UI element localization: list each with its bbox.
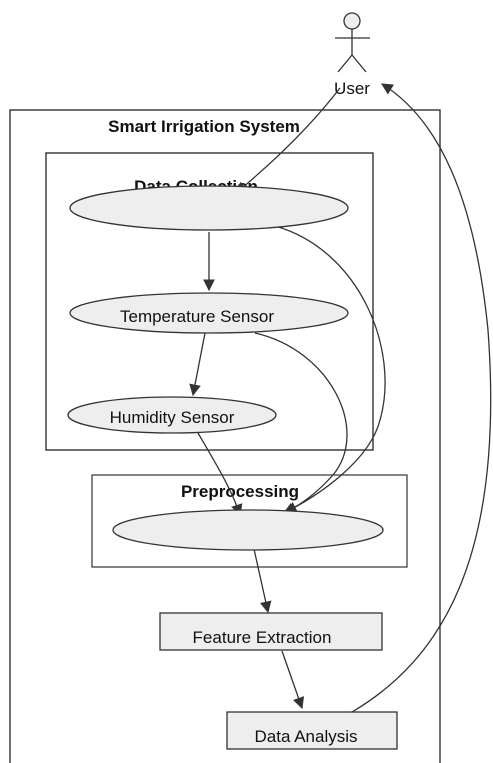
preprocessing-package (91, 474, 408, 568)
connectors (189, 83, 492, 713)
edge-user-to-datacollection (235, 87, 341, 194)
component-box (159, 612, 383, 651)
edge-feature-to-analysis (281, 650, 305, 710)
usecase-ellipse (69, 292, 349, 334)
edge-preprocessing-to-feature (253, 548, 272, 614)
node-feature-extraction: Feature Extraction (159, 612, 383, 651)
system-title: Smart Irrigation System (108, 117, 300, 136)
usecase-ellipse (112, 509, 384, 551)
edge-analysis-to-user (351, 83, 492, 713)
actor-head (343, 12, 361, 30)
node-preprocessing (112, 509, 384, 551)
data-analysis-label: Data Analysis (255, 727, 358, 746)
feature-extraction-label: Feature Extraction (193, 628, 332, 647)
node-temperature-sensor: Temperature Sensor (69, 292, 349, 334)
humidity-sensor-label: Humidity Sensor (110, 408, 235, 427)
preprocessing-title: Preprocessing (181, 482, 299, 501)
actor-label: User (334, 79, 370, 98)
data-collection-package (45, 152, 374, 451)
actor-right-leg (351, 54, 367, 73)
user-actor (335, 12, 370, 73)
actor-left-leg (337, 54, 353, 73)
usecase-ellipse (67, 396, 277, 434)
node-data-collection-top (69, 185, 349, 231)
node-humidity-sensor: Humidity Sensor (67, 396, 277, 434)
edge-temperature-to-preprocessing (254, 332, 348, 513)
node-data-analysis: Data Analysis (226, 711, 398, 750)
temperature-sensor-label: Temperature Sensor (120, 307, 274, 326)
edge-temperature-to-humidity (189, 332, 206, 397)
component-box (226, 711, 398, 750)
edge-datacollection-to-preprocessing (274, 225, 386, 514)
edge-humidity-to-preprocessing (197, 432, 243, 517)
usecase-ellipse (69, 185, 349, 231)
system-boundary (9, 109, 441, 763)
